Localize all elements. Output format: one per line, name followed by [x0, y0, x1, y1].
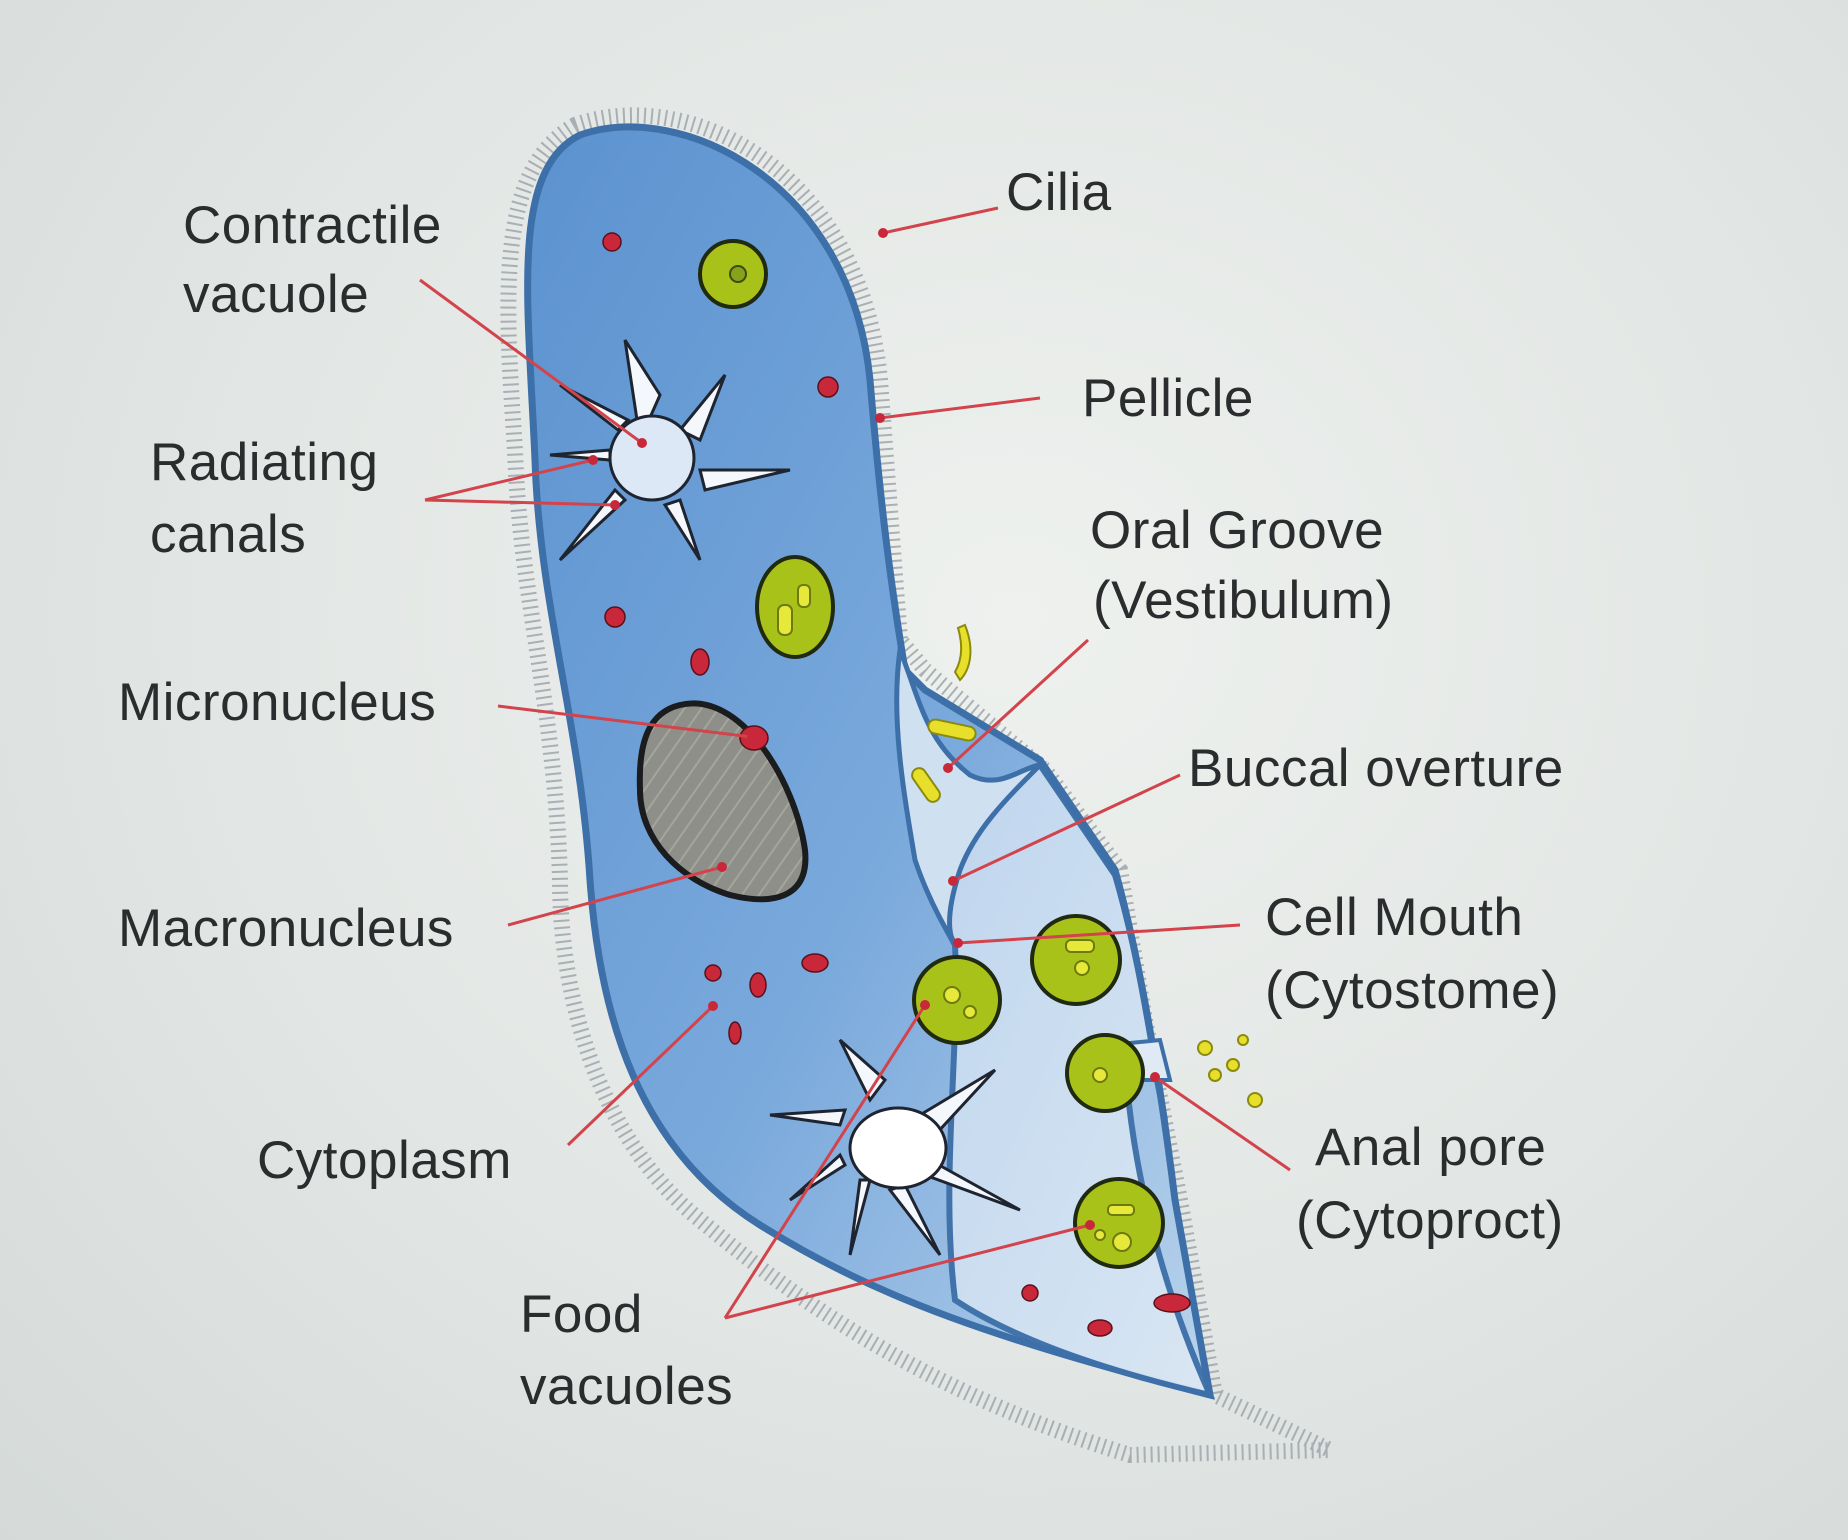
label-radiating-canals-line1: Radiating	[150, 433, 378, 492]
food-vacuole	[757, 557, 833, 657]
label-food-vacuoles-line1: Food	[520, 1285, 643, 1344]
label-buccal-overture: Buccal overture	[1188, 739, 1564, 798]
label-micronucleus: Micronucleus	[118, 673, 436, 732]
label-oral-groove-line2: (Vestibulum)	[1093, 571, 1394, 630]
food-vacuole	[700, 241, 766, 307]
label-food-vacuoles-line2: vacuoles	[520, 1357, 733, 1416]
label-radiating-canals-line2: canals	[150, 505, 306, 564]
food-vacuole	[1067, 1035, 1143, 1111]
label-cilia: Cilia	[1006, 163, 1112, 222]
food-vacuole	[914, 957, 1000, 1043]
label-pellicle: Pellicle	[1082, 369, 1254, 428]
label-cell-mouth-line2: (Cytostome)	[1265, 961, 1559, 1020]
label-cytoplasm: Cytoplasm	[257, 1131, 512, 1190]
label-contractile-vacuole-line1: Contractile	[183, 196, 442, 255]
label-oral-groove-line1: Oral Groove	[1090, 501, 1384, 560]
label-anal-pore-line1: Anal pore	[1315, 1118, 1546, 1177]
food-vacuole	[1032, 916, 1120, 1004]
label-cell-mouth-line1: Cell Mouth	[1265, 888, 1523, 947]
label-macronucleus: Macronucleus	[118, 899, 454, 958]
label-contractile-vacuole-line2: vacuole	[183, 265, 369, 324]
label-anal-pore-line2: (Cytoproct)	[1296, 1191, 1564, 1250]
